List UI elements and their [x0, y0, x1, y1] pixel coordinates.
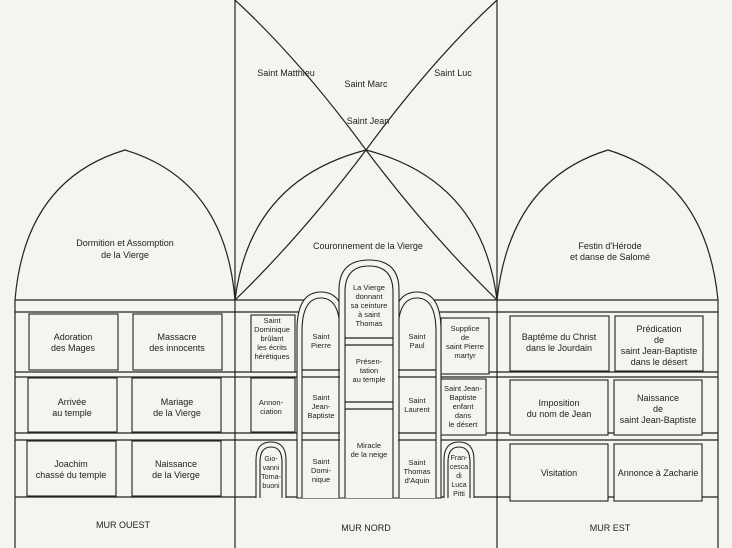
vault-saint-matthieu: Saint Matthieu — [257, 68, 315, 78]
panel-annonce-zacharie: Annonce à Zacharie — [618, 468, 699, 478]
lunette-north-title: Couronnement de la Vierge — [313, 241, 423, 251]
panel-visitation: Visitation — [541, 468, 577, 478]
vault-saint-luc: Saint Luc — [434, 68, 472, 78]
wall-label-ouest: MUR OUEST — [96, 520, 151, 530]
north-wall-structure — [250, 259, 490, 499]
east-wall-panels — [509, 315, 704, 502]
north-lunette-arch — [234, 149, 498, 301]
wall-label-est: MUR EST — [590, 523, 631, 533]
west-lunette-arch — [14, 149, 236, 301]
east-lunette-arch — [496, 149, 719, 301]
west-wall-panels — [26, 313, 223, 497]
vault-saint-jean: Saint Jean — [347, 116, 390, 126]
wall-label-nord: MUR NORD — [341, 523, 391, 533]
vault-saint-marc: Saint Marc — [344, 79, 388, 89]
panel-annonciation: Annon-ciation — [259, 398, 284, 416]
